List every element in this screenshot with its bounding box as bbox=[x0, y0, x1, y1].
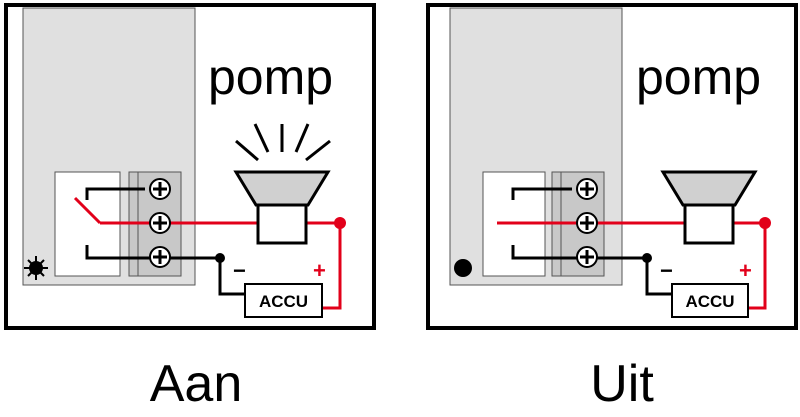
plus-sign: + bbox=[739, 258, 752, 283]
sound-waves-icon bbox=[235, 123, 331, 162]
pump-label: pomp bbox=[636, 49, 761, 105]
switch-lever bbox=[73, 196, 102, 225]
wire-top bbox=[511, 187, 572, 200]
accu-label: ACCU bbox=[685, 292, 734, 311]
minus-sign: − bbox=[660, 258, 673, 283]
pump-horn-icon bbox=[233, 170, 331, 245]
state-label-uit: Uit bbox=[590, 355, 654, 413]
dot-icon bbox=[454, 259, 472, 277]
accu-box bbox=[671, 283, 749, 318]
wire-top bbox=[85, 187, 145, 200]
panel-aan: pomp bbox=[4, 3, 376, 413]
wire-live bbox=[497, 221, 767, 310]
accu-box bbox=[244, 283, 323, 318]
wire-live bbox=[100, 221, 342, 310]
accu-label: ACCU bbox=[259, 292, 308, 311]
terminal-screw bbox=[576, 246, 598, 268]
pump-horn-icon bbox=[660, 170, 758, 245]
live-junction bbox=[759, 217, 771, 229]
plus-sign: + bbox=[313, 258, 326, 283]
starburst-icon bbox=[24, 256, 48, 280]
terminal-screw bbox=[149, 246, 171, 268]
live-junction bbox=[334, 217, 346, 229]
state-label-aan: Aan bbox=[150, 355, 243, 413]
minus-sign: − bbox=[233, 258, 246, 283]
ground-junction bbox=[215, 253, 225, 263]
ground-junction bbox=[642, 253, 652, 263]
terminal-screw bbox=[149, 212, 171, 234]
terminal-screw bbox=[576, 212, 598, 234]
terminal-screw bbox=[576, 178, 598, 200]
panel-uit: pomp bbox=[426, 3, 798, 413]
terminal-screw bbox=[149, 178, 171, 200]
pump-label: pomp bbox=[208, 49, 333, 105]
